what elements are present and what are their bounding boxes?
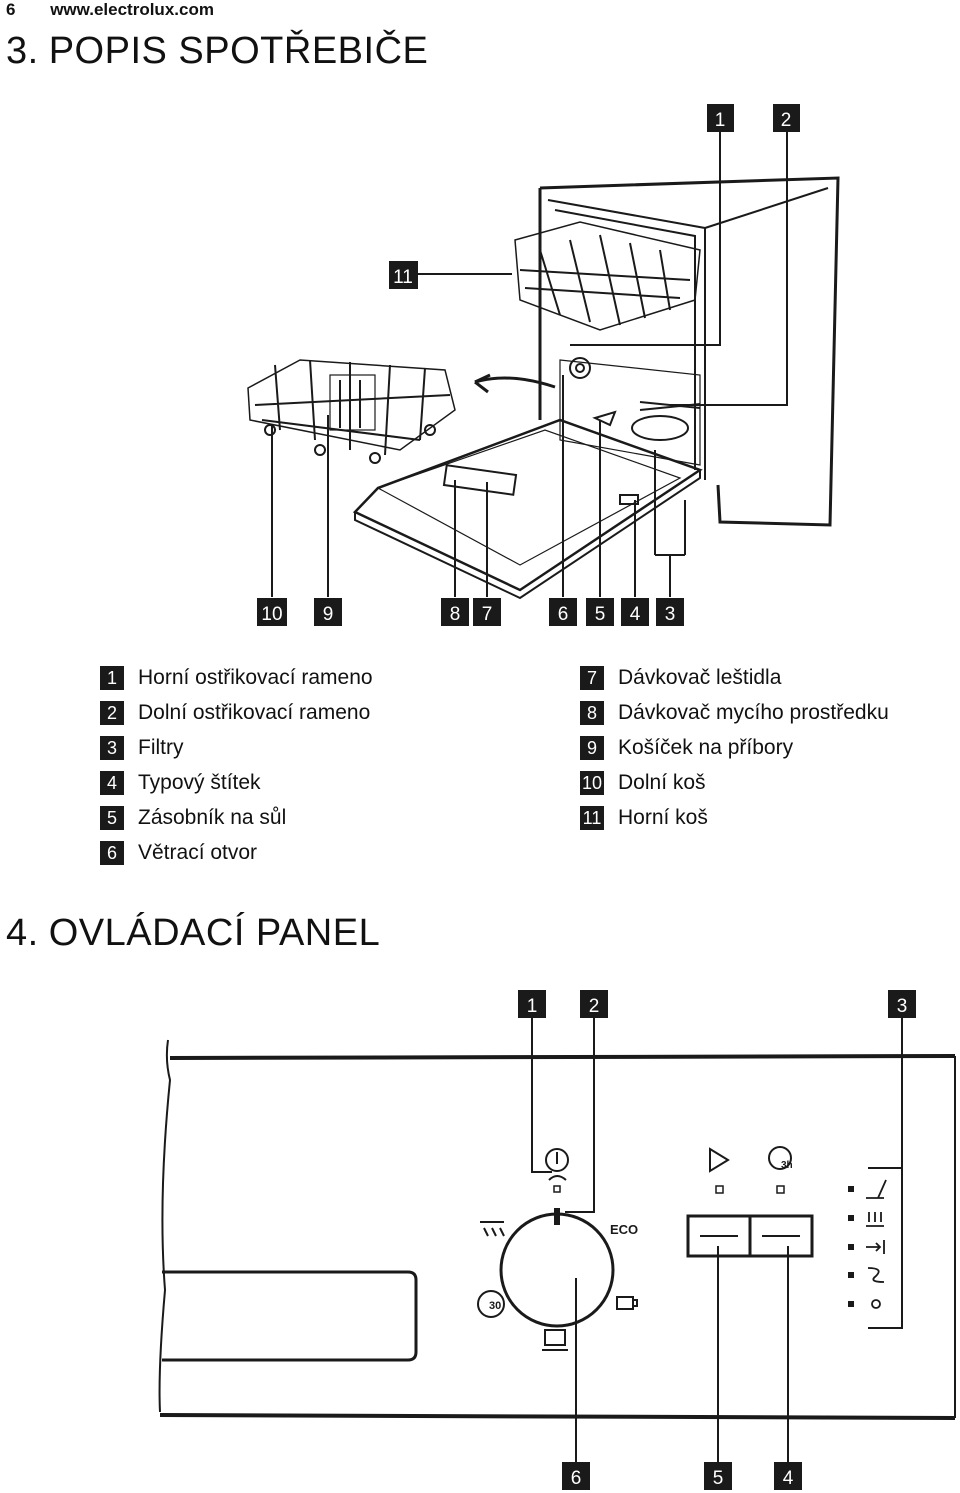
callout-4: 4 xyxy=(621,598,649,626)
svg-text:7: 7 xyxy=(482,604,493,625)
svg-text:9: 9 xyxy=(323,604,334,625)
svg-text:6: 6 xyxy=(571,1468,582,1489)
svg-text:10: 10 xyxy=(261,604,282,625)
svg-text:3: 3 xyxy=(665,604,676,625)
section-4-title: OVLÁDACÍ PANEL xyxy=(48,912,381,954)
play-icon xyxy=(709,1147,730,1173)
pot-icon xyxy=(542,1329,568,1351)
svg-text:11: 11 xyxy=(393,267,413,288)
quick-30-label: 30 xyxy=(489,1300,501,1312)
callout-3: 3 xyxy=(656,598,684,626)
callout-2: 2 xyxy=(773,104,800,132)
panel-callout-4: 4 xyxy=(774,1462,802,1490)
delay-icon xyxy=(768,1146,792,1170)
skip-indicator-icon xyxy=(866,1240,885,1254)
callout-7: 7 xyxy=(473,598,501,626)
svg-text:1: 1 xyxy=(527,996,538,1017)
svg-text:4: 4 xyxy=(783,1468,794,1489)
panel-callout-2: 2 xyxy=(580,990,608,1018)
rinse-icon xyxy=(480,1221,505,1237)
panel-callout-5: 5 xyxy=(704,1462,732,1490)
callout-6: 6 xyxy=(549,598,577,626)
section-3-heading: 3.POPIS SPOTŘEBIČE xyxy=(6,30,428,73)
delay-3h-label: 3h xyxy=(781,1160,793,1171)
panel-callout-3: 3 xyxy=(888,990,916,1018)
svg-text:2: 2 xyxy=(781,110,792,131)
eco-label: ECO xyxy=(610,1222,638,1237)
svg-text:5: 5 xyxy=(713,1468,724,1489)
end-indicator-icon xyxy=(866,1179,887,1199)
panel-callout-1: 1 xyxy=(518,990,546,1018)
control-panel-diagram: ECO 3h 30 1 2 3 6 5 4 xyxy=(158,990,956,1490)
section-4-heading: 4.OVLÁDACÍ PANEL xyxy=(6,912,380,955)
svg-text:5: 5 xyxy=(595,604,606,625)
svg-text:8: 8 xyxy=(450,604,461,625)
section-3-number: 3. xyxy=(6,30,39,72)
page-header: 6 www.electrolux.com xyxy=(6,0,214,20)
rinse-aid-indicator-icon xyxy=(871,1299,881,1309)
delay-button xyxy=(748,1214,814,1258)
section-3-title: POPIS SPOTŘEBIČE xyxy=(48,30,429,72)
callout-5: 5 xyxy=(586,598,614,626)
quick-30-icon xyxy=(477,1290,505,1318)
salt-indicator-icon xyxy=(867,1267,885,1283)
svg-text:6: 6 xyxy=(558,604,569,625)
callout-11: 11 xyxy=(389,261,418,289)
callout-10: 10 xyxy=(257,598,287,626)
callout-1: 1 xyxy=(707,104,734,132)
panel-callout-6: 6 xyxy=(562,1462,590,1490)
svg-text:2: 2 xyxy=(589,996,600,1017)
header-url: www.electrolux.com xyxy=(50,0,214,19)
power-icon xyxy=(545,1148,569,1172)
callout-8: 8 xyxy=(441,598,469,626)
callout-9: 9 xyxy=(314,598,342,626)
page-number: 6 xyxy=(6,0,16,19)
svg-text:4: 4 xyxy=(630,604,641,625)
cup-icon xyxy=(616,1296,638,1310)
svg-text:3: 3 xyxy=(897,996,908,1017)
dry-indicator-icon xyxy=(866,1212,884,1227)
svg-text:1: 1 xyxy=(715,110,726,131)
section-4-number: 4. xyxy=(6,912,39,954)
dishwasher-diagram: 1 2 11 10 9 8 7 6 5 4 3 xyxy=(247,104,840,626)
